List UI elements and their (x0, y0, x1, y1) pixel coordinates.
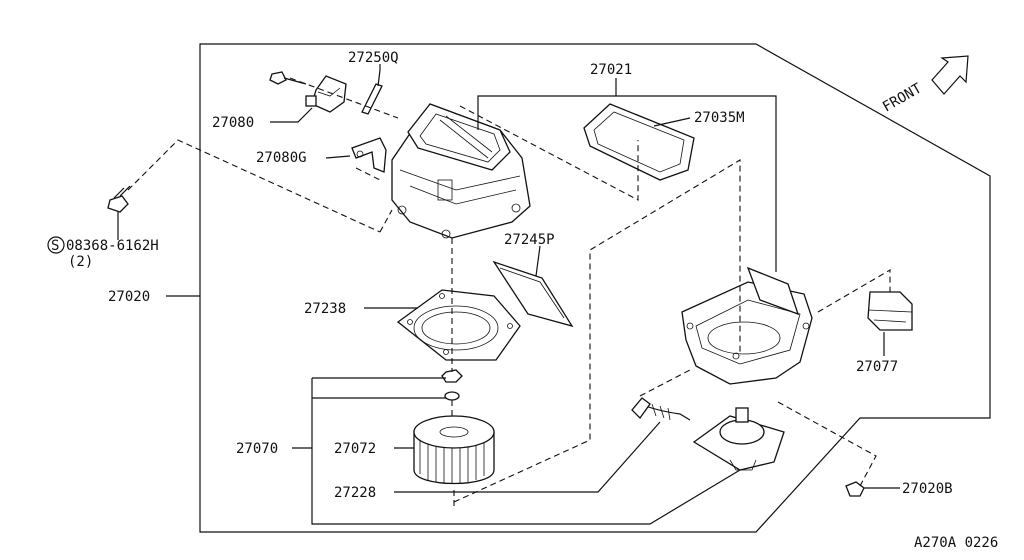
label-27245P: 27245P (504, 232, 555, 248)
front-label: FRONT (880, 80, 925, 115)
blower-case (681, 266, 813, 385)
leader-27035M (653, 117, 691, 127)
label-27080: 27080 (212, 115, 254, 131)
dash-harness (639, 369, 691, 397)
leader-27080G (325, 155, 351, 159)
diagram-code: A270A 0226 (914, 535, 998, 551)
dash-nut (777, 401, 877, 487)
motor-27070 (692, 407, 785, 471)
leader-27070 (292, 377, 741, 525)
dash-resistor (817, 269, 891, 313)
label-27250Q: 27250Q (348, 50, 399, 66)
label-08368-qty: (2) (68, 254, 93, 270)
harness-27228 (631, 397, 691, 421)
label-27238: 27238 (304, 301, 346, 317)
label-08368-6162H: 08368-6162H (66, 238, 159, 254)
label-27077: 27077 (856, 359, 898, 375)
dash-seal (459, 105, 639, 201)
fan-27072 (413, 415, 495, 485)
screw-symbol-circle (47, 236, 65, 254)
dash-bracket (355, 167, 381, 181)
label-27020: 27020 (108, 289, 150, 305)
filter-27245P (492, 260, 574, 328)
dash-bolt (289, 77, 399, 119)
bracket-27080G (351, 137, 387, 173)
label-27070: 27070 (236, 441, 278, 457)
leader-27021 (477, 78, 777, 272)
assembly-boundary (199, 43, 991, 533)
resistor-27077 (867, 291, 913, 331)
intake-housing (391, 103, 531, 239)
nut-icon (441, 369, 463, 383)
screw-symbol: S (51, 238, 59, 254)
screw-icon (107, 185, 131, 234)
label-27228: 27228 (334, 485, 376, 501)
gasket-27238 (396, 289, 521, 361)
label-27080G: 27080G (256, 150, 307, 166)
dash-screw-b (379, 209, 393, 233)
label-27035M: 27035M (694, 110, 745, 126)
nut-27020B-icon (845, 481, 865, 497)
label-27072: 27072 (334, 441, 376, 457)
label-27021: 27021 (590, 62, 632, 78)
front-arrow-icon (931, 55, 969, 95)
dash-screw (127, 139, 381, 233)
seal-27035M (583, 103, 695, 181)
leader-27245P (535, 245, 541, 277)
leader-27228 (394, 421, 661, 493)
actuator-27080 (305, 75, 347, 113)
link-rod-27250Q (361, 69, 383, 115)
washer-icon (444, 391, 460, 401)
label-27020B: 27020B (902, 481, 953, 497)
leader-27080 (270, 107, 313, 123)
